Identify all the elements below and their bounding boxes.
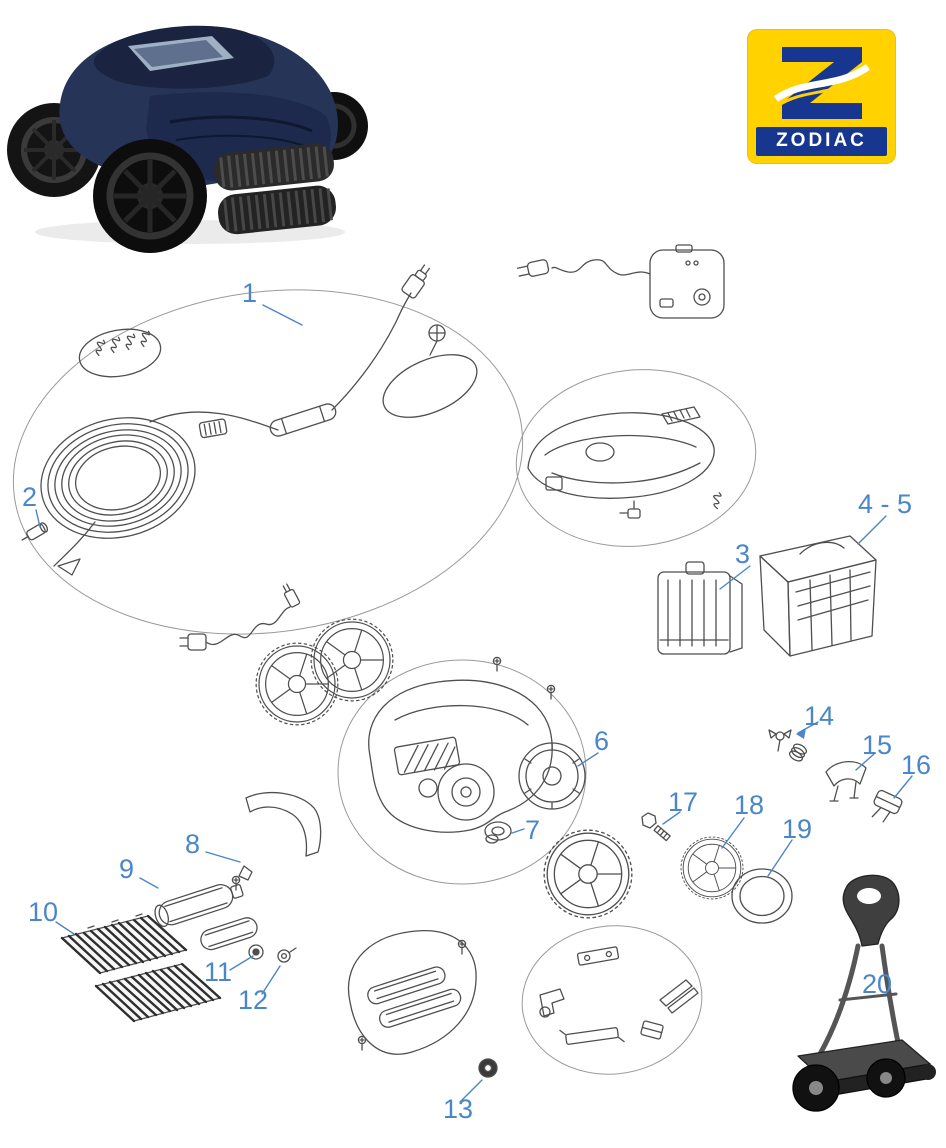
part-18-wheel — [680, 836, 744, 900]
part-label-4-5: 4 - 5 — [858, 489, 913, 519]
part-17-bolt — [641, 812, 671, 842]
part-2-cable-tip — [21, 522, 49, 541]
part-label-8: 8 — [185, 829, 201, 859]
spring-kit-icon — [78, 328, 162, 378]
part-13-grommet — [478, 1058, 498, 1078]
vent-grid-icon — [198, 418, 228, 439]
part-16-bracket — [871, 789, 903, 823]
shell-vent-icon — [661, 406, 701, 425]
power-supply-unit — [516, 244, 725, 319]
mid-wheel — [543, 829, 633, 919]
wheel-pair — [255, 618, 394, 726]
part-label-19: 19 — [782, 814, 813, 844]
part-label-20: 20 — [862, 969, 893, 999]
zodiac-wordmark: ZODIAC — [756, 127, 887, 156]
part-8-handle — [231, 791, 322, 891]
part-4-5-filter-canister — [759, 535, 877, 657]
part-19-tire — [731, 868, 793, 924]
part-label-17: 17 — [668, 787, 699, 817]
product-photo — [7, 25, 368, 253]
hardware-oval-group — [539, 946, 699, 1045]
part-label-14: 14 — [804, 701, 835, 731]
part-label-15: 15 — [862, 730, 893, 760]
part-label-11: 11 — [204, 957, 233, 987]
part-7-pulley — [484, 821, 512, 844]
part-14-clip — [768, 729, 808, 762]
grouping-ovals — [12, 289, 757, 1075]
part-label-12: 12 — [238, 985, 269, 1015]
part-11-bearing — [248, 944, 264, 960]
sensor-cable — [179, 583, 301, 651]
part-label-6: 6 — [594, 726, 610, 756]
part-3-filter-basket — [657, 561, 743, 655]
part-label-16: 16 — [901, 750, 932, 780]
part-label-18: 18 — [734, 790, 765, 820]
zodiac-z-icon — [773, 47, 870, 119]
part-label-7: 7 — [525, 815, 541, 845]
bottom-chassis — [347, 930, 477, 1055]
part-9-rollers — [154, 884, 258, 951]
part-10-brush-panels — [60, 913, 222, 1023]
leader-lines — [35, 304, 913, 1103]
part-20-caddy — [792, 874, 936, 1112]
part-1-floating-cable — [40, 264, 478, 576]
part-label-9: 9 — [119, 854, 135, 884]
part-15-bracket — [825, 761, 867, 802]
shell-latch-icon — [619, 500, 641, 519]
part-6-chassis — [368, 656, 586, 833]
part-label-2: 2 — [22, 482, 38, 512]
part-12-cap — [277, 947, 297, 963]
part-label-13: 13 — [443, 1094, 474, 1124]
part-label-1: 1 — [242, 278, 258, 308]
zodiac-logo: ZODIAC — [748, 30, 895, 163]
top-shell-group — [527, 406, 725, 519]
part-label-10: 10 — [28, 897, 59, 927]
part-label-3: 3 — [735, 539, 751, 569]
